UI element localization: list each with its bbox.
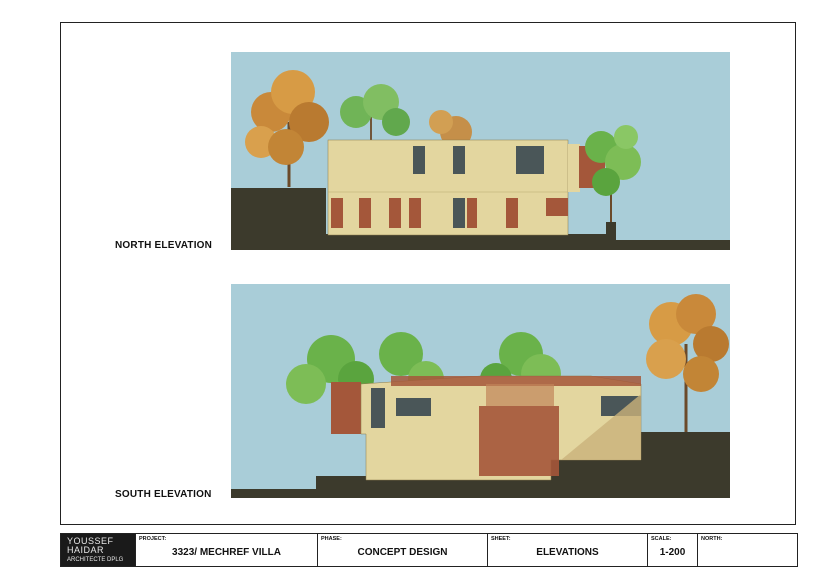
phase-cell: PHASE: CONCEPT DESIGN [317,534,487,566]
project-cell: PROJECT: 3323/ MECHREF VILLA [135,534,317,566]
tree [340,84,472,148]
sheet-frame [60,22,796,525]
north-caption: NORTH: [701,536,723,542]
scale-value: 1-200 [659,547,686,558]
north-elevation-label: NORTH ELEVATION [115,240,213,251]
south-elevation-label: SOUTH ELEVATION [115,489,212,500]
project-value: 3323/ MECHREF VILLA [172,547,281,558]
tree [245,70,329,187]
phase-value: CONCEPT DESIGN [357,547,448,558]
firm-name-line1: YOUSSEF [67,536,114,546]
south-elevation-drawing [231,284,730,498]
tree [585,125,641,222]
sheet-value: ELEVATIONS [536,547,599,558]
firm-credential: ARCHITECTE DPLG [67,557,124,563]
title-block: YOUSSEF HAIDAR ARCHITECTE DPLG PROJECT: … [60,533,798,567]
phase-caption: PHASE: [321,536,342,542]
scale-cell: SCALE: 1-200 [647,534,697,566]
north-cell: NORTH: [697,534,797,566]
firm-name-line2: HAIDAR [67,545,105,555]
tree [646,294,729,434]
scale-caption: SCALE: [651,536,672,542]
sheet-caption: SHEET: [491,536,511,542]
firm-logo: YOUSSEF HAIDAR ARCHITECTE DPLG [61,534,135,566]
project-caption: PROJECT: [139,536,167,542]
north-elevation-drawing [231,52,730,250]
sheet-cell: SHEET: ELEVATIONS [487,534,647,566]
